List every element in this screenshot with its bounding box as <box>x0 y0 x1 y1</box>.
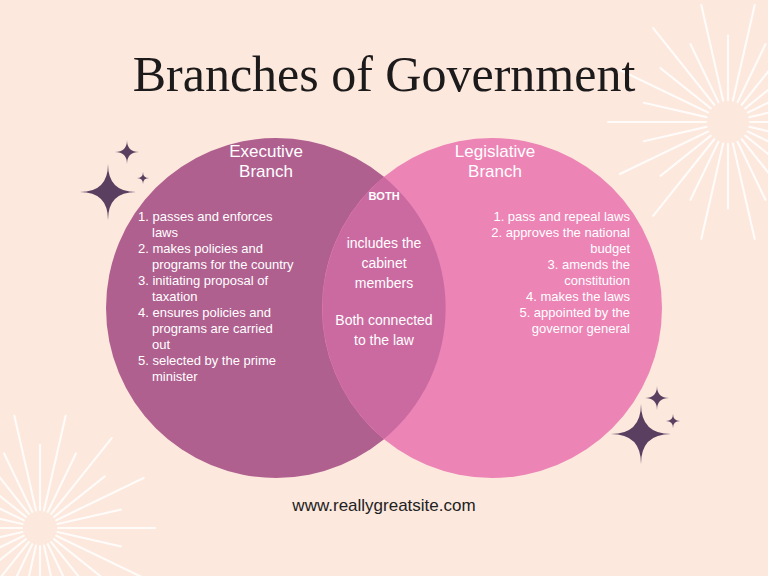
text-holder: Both connected to the law <box>334 310 434 350</box>
sunburst-ray <box>0 532 22 546</box>
overlap-region: BOTH includes the cabinet membersBoth con… <box>322 177 446 439</box>
text-holder: includes the cabinet members <box>334 233 434 293</box>
sunburst-ray <box>733 5 755 101</box>
text-holder: BOTH <box>354 189 414 203</box>
sunburst-ray <box>58 510 121 524</box>
list-item: 5. selected by the prime minister <box>138 353 294 385</box>
sparkle-star <box>645 386 669 410</box>
sunburst-ray <box>48 544 76 576</box>
website-footer: www.reallygreatsite.com <box>0 495 768 517</box>
node-outline <box>322 177 446 439</box>
shared-trait: includes the cabinet members <box>334 233 434 293</box>
list-item: 4. makes the laws <box>488 289 630 305</box>
branch-heading: Legislative Branch <box>435 142 555 182</box>
list-item: 2. approves the national budget <box>488 225 630 257</box>
sparkle-star <box>137 172 149 184</box>
sunburst-ray <box>748 70 768 113</box>
list-item: 4. ensures policies and programs are car… <box>138 305 294 353</box>
list-item: 1. pass and repeal laws <box>488 209 630 225</box>
text-holder: Executive Branch <box>206 142 326 182</box>
sunburst-ray <box>56 536 143 576</box>
sunburst-ray <box>620 132 708 175</box>
sunburst-ray <box>58 527 155 529</box>
overlap-heading: BOTH <box>354 189 414 203</box>
branch-circle-fill <box>322 138 662 478</box>
sunburst-ray <box>745 68 768 108</box>
sunburst-ray <box>4 544 32 576</box>
text-holder: Legislative Branch <box>435 142 555 182</box>
sunburst-ray <box>608 121 706 123</box>
sparkle-star <box>666 414 680 428</box>
list-item: 2. makes policies and programs for the c… <box>138 241 294 273</box>
sunburst-ray <box>58 532 121 546</box>
sunburst-ray <box>701 143 723 239</box>
text-holder: 1. passes and enforces laws2. makes poli… <box>138 209 294 385</box>
text-holder: 1. pass and repeal laws2. approves the n… <box>488 209 630 337</box>
branch-heading: Executive Branch <box>206 142 326 182</box>
sunburst-ray <box>727 144 729 208</box>
branch-circle-fill <box>106 138 446 478</box>
sunburst-ray <box>660 68 710 108</box>
sunburst-ray <box>0 536 24 576</box>
sunburst-ray <box>4 453 32 511</box>
sunburst <box>0 416 155 576</box>
sunburst-ray <box>749 103 768 117</box>
list-item: 3. amends the constitution <box>488 257 630 289</box>
sunburst-ray <box>51 438 111 514</box>
sunburst-ray <box>691 44 719 102</box>
diagram-title: Branches of Government <box>0 44 768 104</box>
list-item: 3. initiating proposal of taxation <box>138 273 294 305</box>
sunburst-ray <box>653 139 714 216</box>
sparkle-star <box>115 140 139 164</box>
sunburst-ray <box>0 527 22 529</box>
sunburst-ray <box>653 28 714 105</box>
shared-trait: Both connected to the law <box>334 310 434 350</box>
sunburst-ray <box>39 445 41 510</box>
list-item: 5. appointed by the governor general <box>488 305 630 337</box>
sunburst-ray <box>644 127 707 141</box>
sunburst-ray <box>14 416 36 511</box>
sunburst-ray <box>733 143 755 239</box>
overlap-fill <box>322 177 445 439</box>
sunburst-ray <box>745 136 768 176</box>
list-item: 1. passes and enforces laws <box>138 209 294 241</box>
sunburst-ray <box>738 142 766 200</box>
sunburst-ray <box>39 546 41 576</box>
sunburst-ray <box>701 5 723 101</box>
sparkle-star <box>80 164 136 220</box>
sunburst-ray <box>644 103 707 117</box>
label-holder: www.reallygreatsite.com <box>0 495 768 517</box>
sunburst-ray <box>44 546 66 576</box>
sunburst-ray <box>54 476 105 516</box>
sunburst <box>608 5 768 239</box>
sunburst-ray <box>727 36 729 100</box>
sunburst-ray <box>750 121 768 123</box>
